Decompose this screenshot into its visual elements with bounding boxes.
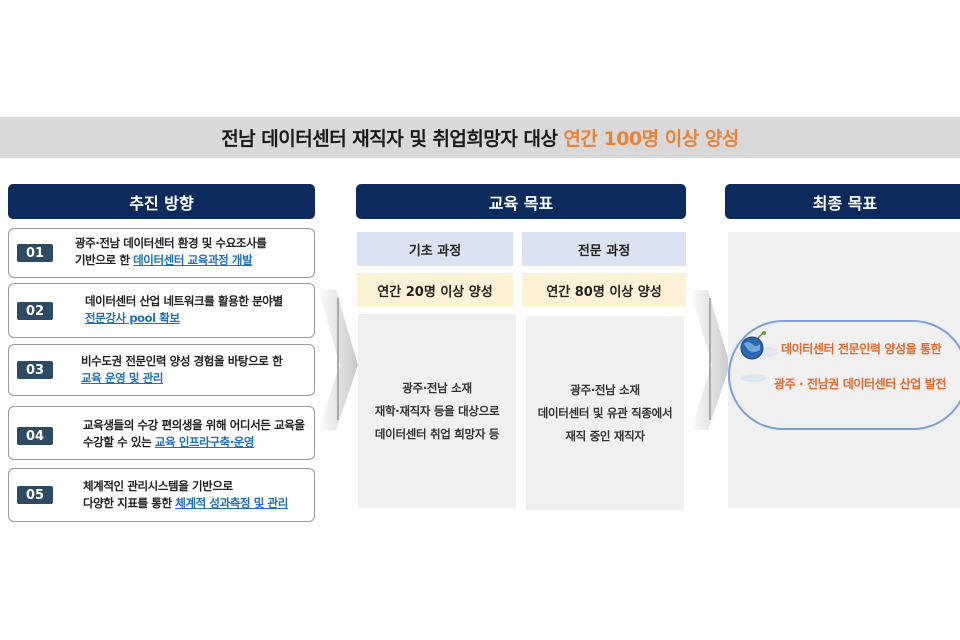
direction-text: 비수도권 전문인력 양성 경험을 바탕으로 한 교육 운영 및 관리 [81, 354, 283, 385]
banner-text: 전남 데이터센터 재직자 및 취업희망자 대상 [221, 128, 558, 150]
direction-link: 교육 운영 및 관리 [81, 371, 164, 385]
number-badge: 01 [17, 244, 53, 262]
final-header: 최종 목표 [725, 184, 960, 219]
education-header: 교육 목표 [356, 184, 686, 219]
chevron-right-arrow-icon [690, 290, 730, 430]
direction-item-03: 03 비수도권 전문인력 양성 경험을 바탕으로 한 교육 운영 및 관리 [8, 344, 315, 396]
globe-icon [740, 331, 778, 360]
direction-text: 광주·전남 데이터센터 환경 및 수요조사를 기반으로 한 데이터센터 교육과정… [75, 236, 267, 267]
number-badge: 02 [17, 302, 53, 320]
direction-link: 체계적 성과측정 및 관리 [175, 496, 288, 510]
direction-item-02: 02 데이터센터 산업 네트워크를 활용한 분야별 전문강사 pool 확보 [8, 283, 315, 338]
cloud-icon [740, 374, 766, 382]
direction-text: 체계적인 관리시스템을 기반으로 다양한 지표를 통한 체계적 성과측정 및 관… [83, 479, 288, 510]
direction-link: 교육 인프라구축·운영 [154, 435, 255, 449]
course-basic-goal: 연간 20명 이상 양성 [357, 273, 513, 307]
final-goal-line2: 광주 · 전남권 데이터센터 산업 발전 [774, 377, 947, 391]
direction-item-04: 04 교육생들의 수강 편의생을 위해 어디서든 교육을 수강할 수 있는 교육… [8, 406, 315, 460]
number-badge: 03 [17, 361, 53, 379]
direction-item-01: 01 광주·전남 데이터센터 환경 및 수요조사를 기반으로 한 데이터센터 교… [8, 228, 315, 278]
direction-text: 데이터센터 산업 네트워크를 활용한 분야별 전문강사 pool 확보 [85, 294, 283, 325]
direction-link: 데이터센터 교육과정 개발 [133, 253, 253, 267]
course-basic-desc: 광주·전남 소재 재학·재직자 등을 대상으로 데이터센터 취업 희망자 등 [358, 314, 516, 508]
course-basic-head: 기초 과정 [357, 232, 513, 266]
final-goal-line1: 데이터센터 전문인력 양성을 통한 [781, 342, 942, 356]
title-banner: 전남 데이터센터 재직자 및 취업희망자 대상 연간 100명 이상 양성 [0, 117, 960, 158]
course-advanced-desc: 광주·전남 소재 데이터센터 및 유관 직종에서 재직 중인 재직자 [526, 316, 684, 510]
number-badge: 05 [17, 486, 53, 504]
direction-text: 교육생들의 수강 편의생을 위해 어디서든 교육을 수강할 수 있는 교육 인프… [83, 418, 305, 449]
banner-highlight: 연간 100명 이상 양성 [563, 128, 739, 150]
course-advanced-head: 전문 과정 [522, 232, 686, 266]
direction-item-05: 05 체계적인 관리시스템을 기반으로 다양한 지표를 통한 체계적 성과측정 … [8, 468, 315, 522]
final-goal-oval [728, 320, 960, 430]
chevron-right-arrow-icon [318, 290, 358, 430]
direction-header: 추진 방향 [8, 184, 315, 219]
direction-link: 전문강사 pool 확보 [85, 311, 180, 325]
number-badge: 04 [17, 427, 53, 445]
course-advanced-goal: 연간 80명 이상 양성 [522, 273, 686, 307]
